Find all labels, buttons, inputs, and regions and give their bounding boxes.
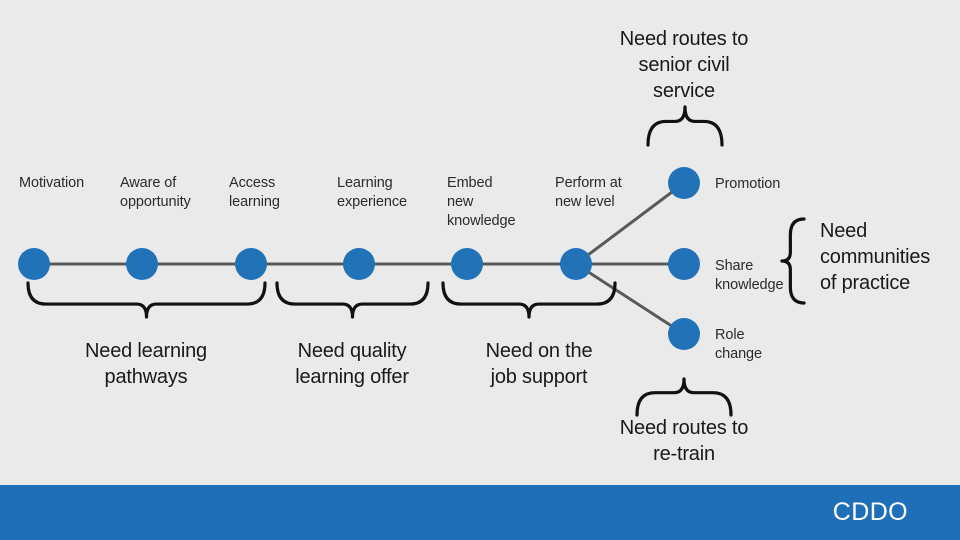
brace-need-learning-pathways: [26, 281, 267, 319]
journey-node-label-embed-knowledge: Embed new knowledge: [447, 175, 516, 229]
brace-need-on-the-job-support: [441, 281, 617, 319]
brace-need-communities-of-practice: [780, 217, 806, 305]
journey-node-label-motivation: Motivation: [19, 175, 85, 191]
need-label-need-learning-pathways: Need learning pathways: [85, 340, 207, 388]
need-label-need-communities-of-practice: Need communities of practice: [820, 220, 931, 294]
brace-need-routes-to-senior-civil-service: [646, 105, 724, 147]
outcome-node-promotion[interactable]: [668, 167, 700, 199]
journey-node-access-learning[interactable]: [235, 248, 267, 280]
branch-line-promotion: [575, 181, 685, 266]
journey-node-motivation[interactable]: [18, 248, 50, 280]
outcome-node-share-knowledge[interactable]: [668, 248, 700, 280]
need-label-need-routes-to-re-train: Need routes to re-train: [619, 417, 749, 465]
need-label-need-quality-learning-offer: Need quality learning offer: [295, 340, 409, 388]
journey-node-label-learning-experience: Learning experience: [337, 175, 407, 210]
footer-bar: [0, 485, 960, 540]
node-circles: [18, 167, 700, 350]
brace-need-quality-learning-offer: [275, 281, 430, 319]
outcome-node-label-promotion: Promotion: [715, 176, 781, 192]
need-label-need-on-the-job-support: Need on the job support: [485, 340, 593, 388]
journey-node-label-perform-new-level: Perform at new level: [555, 175, 622, 210]
journey-node-label-access-learning: Access learning: [229, 175, 280, 210]
journey-node-label-aware-opportunity: Aware of opportunity: [120, 175, 191, 210]
journey-node-embed-knowledge[interactable]: [451, 248, 483, 280]
brace-need-routes-to-re-train: [635, 377, 733, 417]
journey-node-perform-new-level[interactable]: [560, 248, 592, 280]
brace-shapes: [26, 105, 806, 417]
outcome-node-role-change[interactable]: [668, 318, 700, 350]
branch-line-role-change: [575, 262, 685, 336]
journey-node-learning-experience[interactable]: [343, 248, 375, 280]
journey-node-aware-opportunity[interactable]: [126, 248, 158, 280]
footer-logo: CDDO: [832, 498, 908, 526]
outcome-node-label-share-knowledge: Share knowledge: [715, 258, 784, 293]
need-label-need-routes-to-senior-civil-service: Need routes to senior civil service: [619, 28, 749, 102]
outcome-node-label-role-change: Role change: [715, 327, 762, 362]
